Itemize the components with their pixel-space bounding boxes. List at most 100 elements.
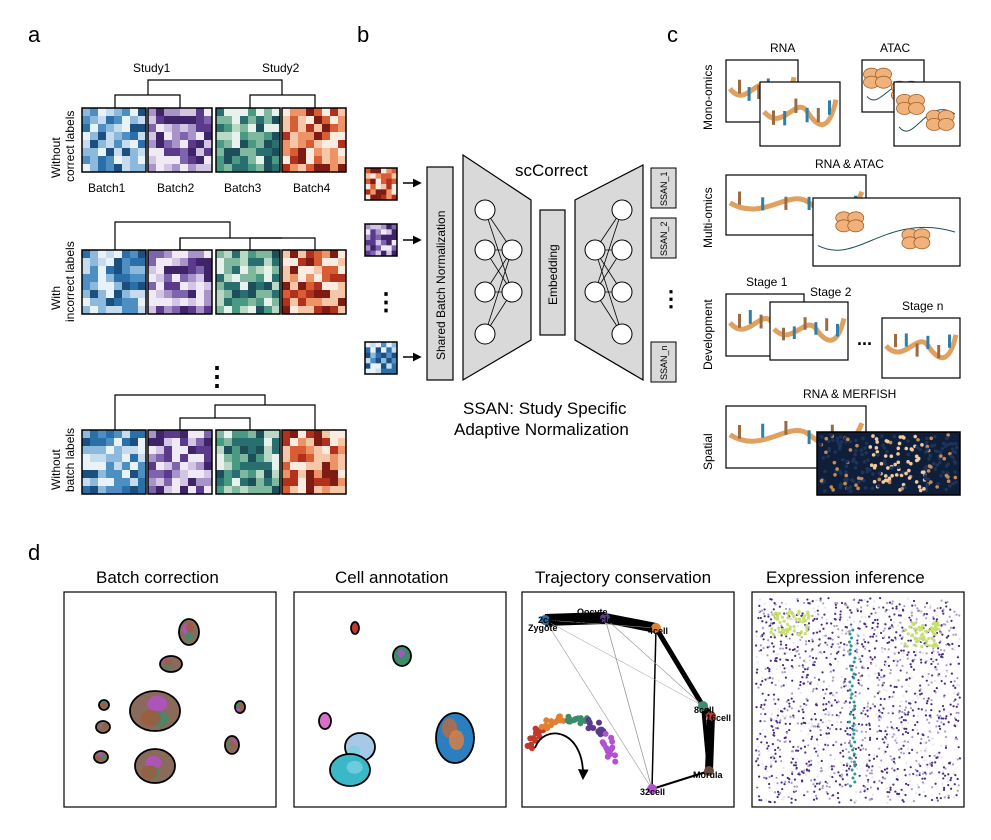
merfish-cell [903, 485, 907, 490]
heatmap-cell [290, 470, 299, 479]
expr-cell [872, 607, 875, 610]
expr-cell [858, 774, 861, 777]
expr-cell [954, 686, 957, 689]
expr-cell-mid [849, 644, 853, 648]
expr-cell [871, 658, 874, 661]
merfish-cell [936, 481, 940, 486]
merfish-cell [824, 436, 829, 441]
heatmap-cell [338, 306, 347, 315]
expr-cell [942, 786, 946, 789]
expr-cell [949, 779, 952, 782]
heatmap-cell [164, 164, 173, 173]
heatmap-cell [290, 250, 299, 259]
expr-cell [928, 721, 931, 724]
heatmap-border [215, 249, 281, 315]
heatmap-cell [370, 234, 376, 241]
peak [807, 430, 811, 445]
heatmap-cell [90, 132, 99, 141]
heatmap-cell [90, 116, 99, 125]
merfish-cell [901, 470, 905, 475]
merfish-cell [925, 447, 930, 452]
heatmap-cell [172, 148, 181, 157]
expr-cell [952, 633, 955, 636]
expr-cell [837, 628, 840, 631]
expr-cell [803, 794, 806, 797]
expr-cell [828, 797, 831, 800]
expr-cell [854, 747, 858, 751]
expr-cell [926, 699, 929, 703]
heatmap-cell [338, 116, 347, 125]
expr-cell [871, 793, 874, 796]
heatmap-cell [365, 250, 371, 257]
heatmap-cell [216, 454, 225, 463]
heatmap-cell [82, 454, 91, 463]
expr-cell [832, 669, 835, 672]
heatmap-cell [386, 352, 392, 359]
expr-cell [867, 778, 870, 782]
expr-cell [807, 601, 810, 605]
heatmap-cell [196, 274, 205, 283]
batch-cluster [134, 748, 176, 784]
heatmap-cell [224, 298, 233, 307]
heatmap-cell [232, 470, 241, 479]
expr-cell [755, 706, 758, 709]
heatmap-cell [256, 156, 265, 165]
expr-cell [812, 632, 815, 635]
expr-cell [835, 652, 839, 655]
heatmap-cell [106, 258, 115, 267]
expr-cell [767, 613, 770, 616]
heatmap-cell [314, 124, 323, 133]
expr-cell [867, 674, 870, 677]
expr-cell [875, 634, 878, 638]
expr-cell [793, 627, 796, 630]
expr-cell [816, 683, 819, 686]
expr-cell [845, 762, 849, 765]
heatmap-cell [381, 363, 387, 369]
heatmap-cell [338, 462, 347, 471]
expr-cell [864, 616, 867, 619]
expr-cell [841, 629, 844, 632]
heatmap-cell [256, 454, 265, 463]
heatmap-cell [98, 258, 107, 267]
expr-cell [901, 710, 904, 714]
heatmap-cell [232, 486, 241, 495]
expr-cell [861, 708, 865, 711]
heatmap-cell [386, 342, 392, 348]
expr-cell [866, 604, 869, 607]
expr-cell [891, 600, 894, 603]
expr-cell [908, 773, 911, 776]
expr-cell [759, 712, 762, 716]
heatmap-cell [256, 478, 265, 487]
heatmap-border [147, 107, 213, 173]
expr-cell [880, 669, 883, 672]
heatmap-cell [381, 342, 387, 348]
expr-cell [888, 791, 891, 794]
merfish-cell [896, 460, 901, 465]
heatmap-cell [180, 290, 189, 299]
heatmap-cell [282, 486, 291, 495]
node-label-morula: Morula [693, 770, 723, 780]
expr-cell [778, 605, 781, 608]
ssan-caption-line2: Adaptive Normalization [454, 420, 629, 439]
expr-cell [869, 635, 872, 638]
heatmap-cell [106, 108, 115, 117]
expr-cell [765, 777, 768, 780]
expr-cell-mid [852, 752, 856, 756]
expr-cell [767, 693, 770, 697]
heatmap-cell [370, 173, 376, 179]
expr-cell-high [788, 627, 792, 631]
expr-cell [893, 613, 896, 616]
heatmap-cell [375, 358, 382, 364]
expr-cell [766, 747, 769, 750]
expr-cell [921, 640, 924, 643]
expr-cell [834, 606, 838, 609]
heatmap-cell [196, 140, 205, 149]
expr-cell [875, 639, 878, 642]
expr-cell [812, 687, 815, 691]
expr-cell [859, 620, 862, 623]
heatmap-cell [272, 132, 281, 141]
heatmap-cell [375, 363, 382, 369]
heatmap-cell [138, 274, 147, 283]
merfish-cell [875, 450, 880, 454]
expr-cell [814, 794, 818, 797]
